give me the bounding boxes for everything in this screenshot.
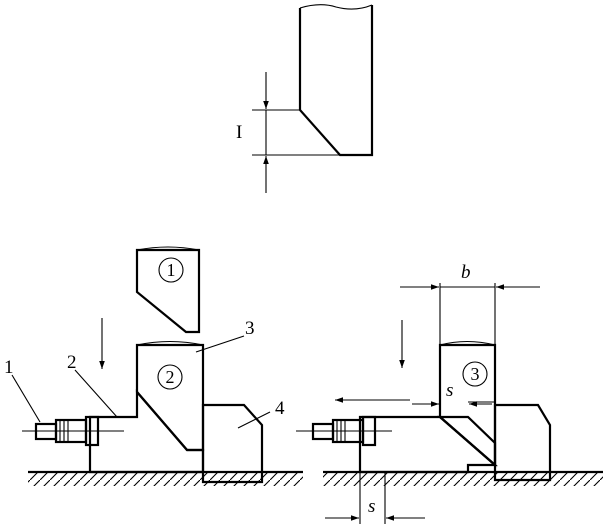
dimension-s-bottom [325,472,425,524]
top-dimension: I [236,72,340,193]
callout-3: 3 [245,318,255,339]
stage-1-label: 1 [167,260,176,280]
dimension-b-label: b [461,262,471,283]
stage-2-circle [157,364,183,390]
blade-stage-1: 1 [135,246,201,334]
right-ground [323,470,603,486]
gauge-1-left [22,415,124,447]
stage-3-circle [462,361,488,387]
gauge-1-right [296,415,392,447]
top-blade [298,4,374,157]
callout-1: 1 [4,357,14,378]
dimension-b [400,283,540,345]
callout-4: 4 [275,398,285,419]
dimension-s-bottom-label: s [368,496,375,517]
stage-2-label: 2 [166,367,175,387]
stage-1-circle [158,257,184,283]
dimension-label-i: I [236,122,242,143]
die-4-left [201,403,264,484]
dimension-s-small-label: s [446,380,453,401]
bar-2-right [358,415,498,474]
blade-stage-2: 2 [135,340,205,452]
callout-leaders-left [11,335,271,429]
stage-3-label: 3 [471,364,480,384]
callout-2: 2 [67,352,77,373]
bar-2-left [88,389,205,474]
blade-stage-3: 3 [438,340,497,468]
die-4-right [493,403,552,482]
